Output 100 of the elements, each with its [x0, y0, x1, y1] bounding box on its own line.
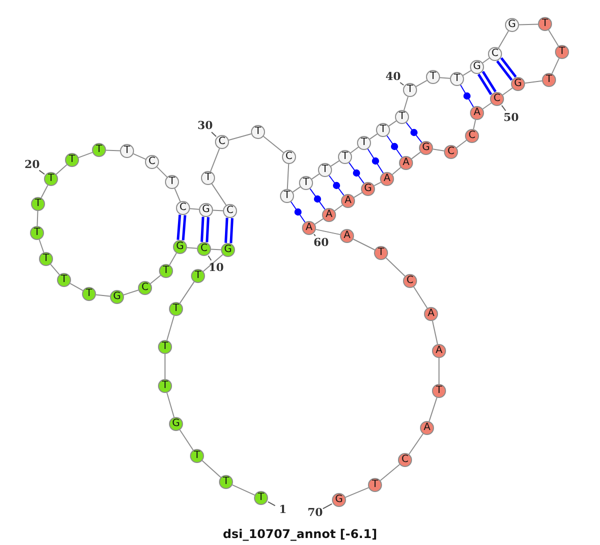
backbone-line	[392, 167, 402, 175]
base-letter: T	[370, 479, 380, 491]
backbone-line	[211, 183, 227, 206]
base-circle	[395, 110, 409, 124]
base-letter: A	[344, 195, 352, 207]
base-letter: T	[94, 144, 104, 156]
backbone-line	[50, 264, 60, 276]
backbone-line	[132, 153, 146, 160]
base-circle	[318, 163, 332, 177]
base-letter: G	[175, 241, 185, 253]
base-letter: G	[507, 19, 517, 31]
base-circle	[31, 197, 45, 211]
base-letter: T	[406, 84, 414, 96]
backbone-line	[95, 294, 111, 297]
base-letter: T	[428, 71, 438, 83]
base-pair-line	[200, 216, 210, 244]
base-letter: G	[421, 142, 431, 154]
backbone-line	[352, 238, 376, 250]
base-circle	[444, 145, 458, 159]
backbone-line	[334, 204, 343, 212]
base-circle	[44, 172, 58, 186]
base-letter: C	[446, 146, 456, 158]
backbone-line	[456, 140, 467, 148]
base-circle	[280, 189, 294, 203]
backbone-line	[179, 281, 195, 304]
base-circle	[432, 384, 446, 398]
backbone-line	[166, 392, 175, 418]
base-letter: A	[422, 422, 432, 434]
base-letter: T	[376, 247, 386, 259]
position-number: 10	[208, 262, 224, 274]
backbone-line	[330, 160, 340, 167]
backbone-line	[186, 247, 198, 249]
base-letter: G	[363, 183, 373, 195]
base-letter: G	[472, 61, 482, 73]
base-circle	[488, 47, 502, 61]
position-number: 50	[504, 112, 519, 124]
base-letter: C	[226, 205, 234, 217]
backbone-line	[210, 148, 220, 172]
backbone-line	[438, 358, 440, 384]
backbone-line	[189, 208, 200, 210]
base-circle	[542, 73, 556, 87]
backbone-line	[404, 96, 408, 111]
backbone-line	[408, 433, 424, 455]
base-circle	[159, 264, 173, 278]
base-letter: G	[201, 204, 211, 216]
backbone-line	[106, 150, 120, 152]
base-letter: C	[468, 130, 476, 142]
base-letter: T	[34, 198, 42, 210]
backbone-line	[344, 487, 370, 498]
base-letter: T	[320, 164, 330, 176]
backbone-line	[179, 429, 194, 451]
position-number: 20	[24, 159, 40, 171]
base-letter: T	[360, 137, 368, 149]
backbone-line	[502, 88, 513, 96]
base-letter: G	[171, 418, 181, 430]
backbone-line	[286, 164, 290, 190]
base-letter: T	[194, 270, 202, 282]
backbone-line	[228, 133, 252, 141]
backbone-line	[56, 164, 68, 175]
backbone-line	[380, 464, 400, 482]
backbone-line	[482, 58, 490, 64]
base-circle	[190, 449, 204, 463]
base-letter: G	[223, 244, 233, 256]
base-letter: A	[382, 173, 392, 185]
base-letter: A	[402, 157, 410, 169]
base-letter: T	[540, 18, 550, 30]
base-circle	[158, 379, 172, 393]
base-letter: C	[284, 151, 294, 163]
base-circle	[555, 45, 569, 59]
base-circle	[374, 246, 388, 260]
base-letter: T	[46, 173, 56, 185]
backbone-line	[210, 248, 222, 250]
position-number: 1	[279, 504, 287, 516]
base-circle	[219, 475, 233, 489]
base-letter: C	[406, 275, 414, 287]
base-circle	[145, 155, 159, 169]
base-circle	[450, 72, 464, 86]
base-letter: C	[218, 136, 226, 148]
backbone-line	[70, 282, 84, 292]
base-circle	[368, 478, 382, 492]
backbone-line	[212, 210, 224, 212]
base-letter: C	[140, 282, 150, 294]
base-circle	[120, 144, 134, 158]
base-circle	[403, 83, 417, 97]
base-letter: T	[558, 46, 566, 58]
base-circle	[176, 201, 190, 215]
base-circle	[376, 123, 390, 137]
base-pair-line	[176, 214, 186, 242]
base-circle	[251, 125, 265, 139]
backbone-line	[166, 315, 175, 341]
base-circle	[57, 273, 71, 287]
base-circle	[39, 252, 53, 266]
base-circle	[65, 153, 79, 167]
backbone-line	[386, 257, 406, 277]
base-letter: A	[426, 308, 436, 320]
base-circle	[223, 204, 237, 218]
base-letter: A	[472, 107, 482, 119]
base-circle	[299, 176, 313, 190]
backbone-line	[174, 188, 181, 202]
base-circle	[465, 129, 479, 143]
